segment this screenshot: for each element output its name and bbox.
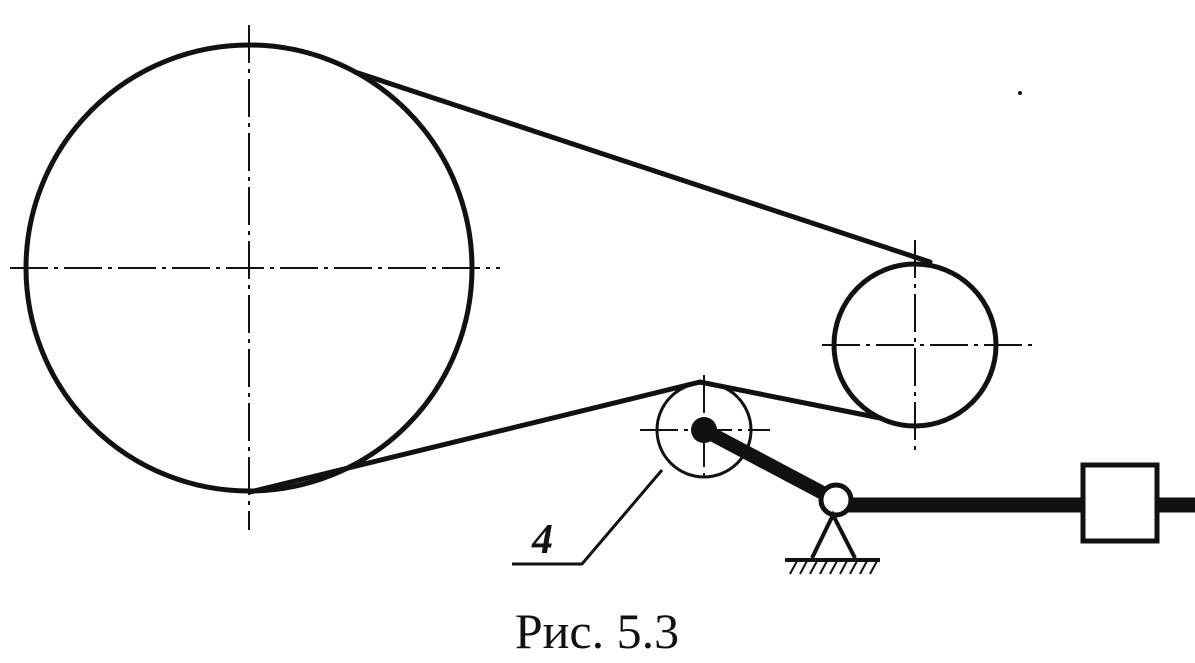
belt-lower-left-span: [247, 379, 703, 495]
figure-caption: Рис. 5.3: [515, 603, 679, 659]
stray-dot: [1018, 91, 1022, 95]
ground-hatch: [785, 558, 880, 575]
belt: [247, 69, 933, 495]
small-pulley: [831, 261, 999, 429]
small-pulley-center-lines: [822, 240, 1035, 450]
belt-upper-span: [352, 69, 933, 265]
counterweight: [1080, 462, 1160, 544]
pivot-support: [810, 510, 857, 559]
tension-roller: [655, 381, 753, 479]
part-label: 4: [531, 517, 553, 563]
part-label-leader: [512, 469, 664, 566]
large-pulley-center-lines: [10, 25, 500, 530]
pivot-joint: [818, 482, 854, 518]
belt-lower-right-span: [697, 379, 883, 421]
tension-lever: [697, 423, 843, 507]
